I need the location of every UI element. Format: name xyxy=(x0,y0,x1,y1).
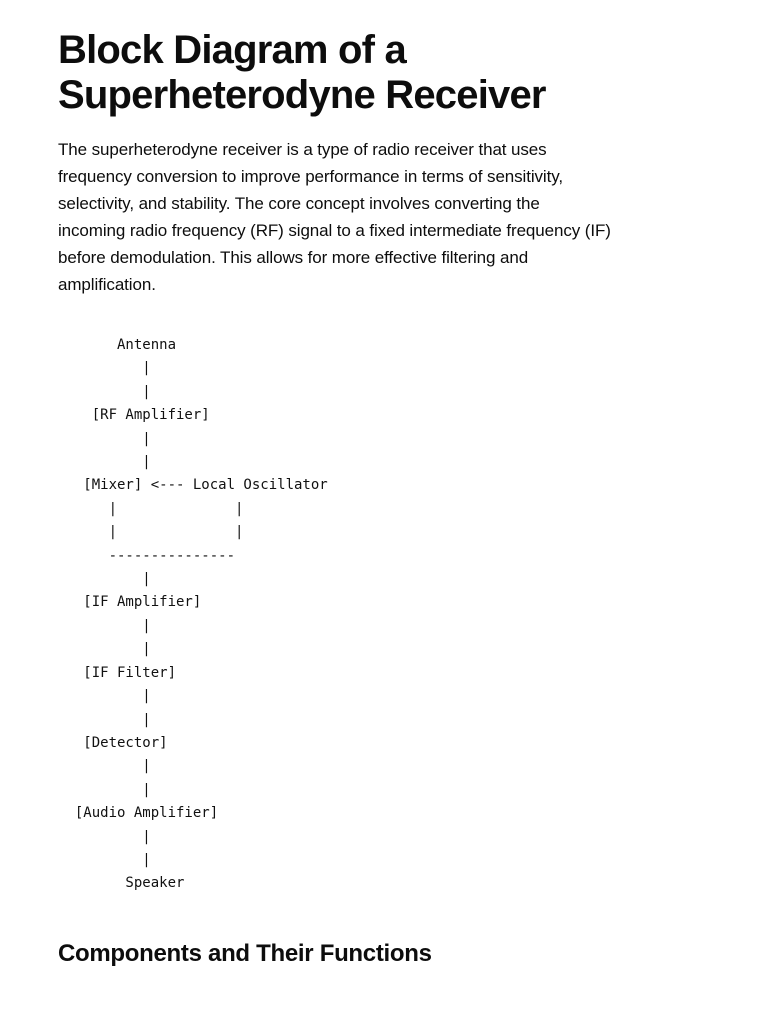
page-title: Block Diagram of a Superheterodyne Recei… xyxy=(58,28,546,117)
section-heading-components: Components and Their Functions xyxy=(58,939,432,967)
ascii-block-diagram: Antenna | | [RF Amplifier] | | [Mixer] <… xyxy=(74,337,328,892)
intro-paragraph: The superheterodyne receiver is a type o… xyxy=(58,140,611,294)
